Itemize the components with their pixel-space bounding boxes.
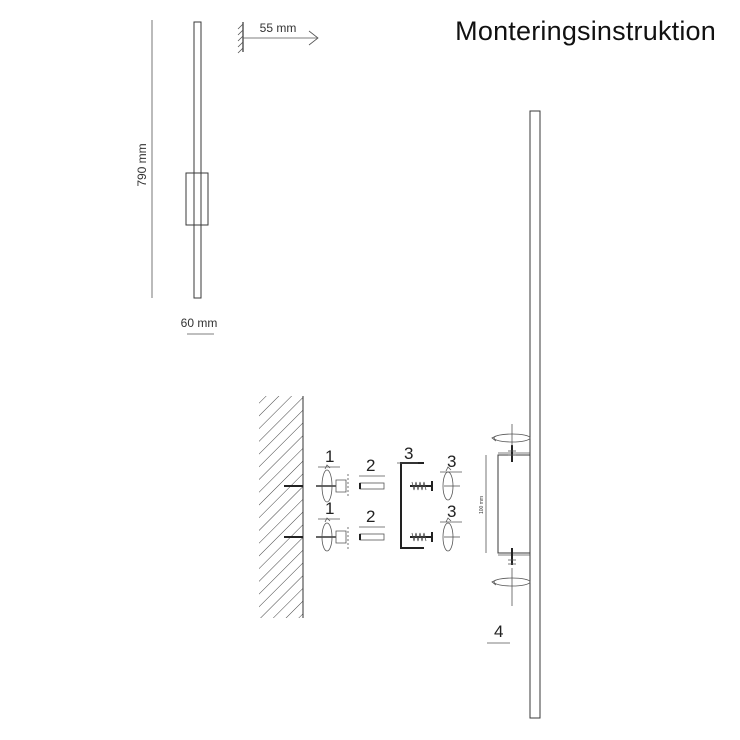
lamp-side-view: 100 mm bbox=[479, 110, 541, 719]
bracket-screw-icon-top bbox=[410, 481, 433, 491]
lamp-front-view bbox=[185, 21, 209, 299]
wall bbox=[259, 396, 304, 618]
width-label: 60 mm bbox=[181, 316, 218, 330]
step-1-label-bottom: 1 bbox=[325, 499, 334, 518]
wall-plug-icon-top bbox=[359, 482, 385, 490]
step-1-label-top: 1 bbox=[325, 447, 334, 466]
width-dimension: 60 mm bbox=[181, 316, 218, 335]
drill-icon-bottom bbox=[316, 517, 349, 552]
step-4-label: 4 bbox=[494, 622, 503, 641]
bracket-screw-icon-bottom bbox=[410, 532, 433, 542]
bottom-screw-icon bbox=[491, 548, 531, 606]
top-screw-icon bbox=[491, 424, 531, 462]
wall-plug-icon-bottom bbox=[359, 533, 385, 541]
step-3-label-bottom: 3 bbox=[447, 502, 456, 521]
step-2-label-bottom: 2 bbox=[366, 507, 375, 526]
step-3-label-top: 3 bbox=[447, 452, 456, 471]
screwdriver-icon-bottom bbox=[442, 517, 460, 552]
bracket-dimension-label: 100 mm bbox=[479, 496, 485, 514]
drill-icon-top bbox=[316, 464, 349, 503]
step-3-label-bracket: 3 bbox=[404, 444, 413, 463]
page-title: Monteringsinstruktion bbox=[455, 16, 716, 46]
depth-label: 55 mm bbox=[260, 21, 297, 35]
height-dimension: 790 mm bbox=[135, 20, 153, 298]
depth-dimension: 55 mm bbox=[237, 21, 319, 54]
step-2-label-top: 2 bbox=[366, 456, 375, 475]
height-label: 790 mm bbox=[135, 143, 149, 186]
